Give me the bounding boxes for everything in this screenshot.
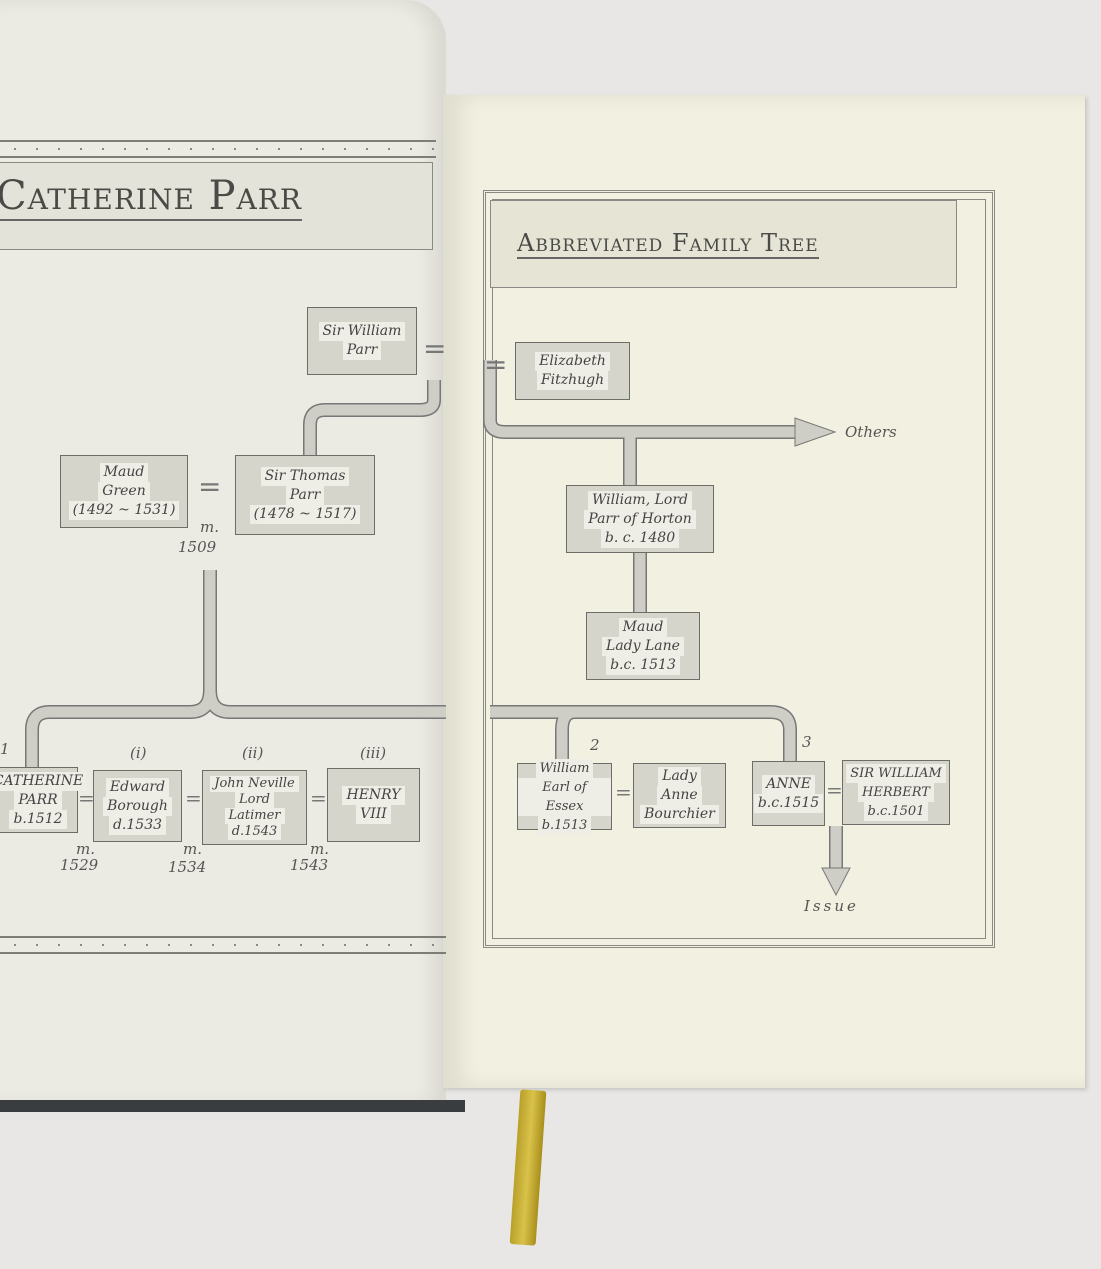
married-label: m. [76, 840, 95, 858]
box-text-line: Earl of Essex [518, 777, 611, 816]
issue-arrowhead [821, 867, 851, 897]
box-text-line: Sir Thomas [260, 466, 350, 486]
right-title-panel: Abbreviated Family Tree [490, 200, 957, 288]
marriage-sign: = [826, 778, 843, 802]
box-text-line: d.1533 [108, 815, 167, 835]
box-text-line: b. c. 1480 [600, 528, 680, 548]
marriage-sign: = [78, 786, 95, 810]
box-text-line: William, Lord [588, 490, 692, 510]
marriage-year: 1509 [178, 538, 217, 556]
others-arrowhead [794, 417, 837, 447]
box-text-line: HERBERT [858, 783, 934, 802]
box-text-line: Edward [105, 777, 170, 797]
box-text-line: Lady Lane [602, 636, 684, 656]
marriage-year: 1534 [168, 858, 207, 876]
marriage-order: (i) [130, 744, 147, 762]
box-text-line: Green [98, 482, 150, 501]
box-text-line: Lord [235, 791, 274, 808]
circled-number: 2 [590, 736, 600, 754]
box-text-line: John Neville [210, 775, 299, 792]
marriage-year: 1529 [60, 856, 99, 874]
box-text-line: Anne [657, 786, 702, 805]
right-frame [483, 190, 995, 948]
box-text-line: (1492 ~ 1531) [68, 501, 180, 520]
left-page-title: Catherine Parr [0, 173, 302, 221]
box-text-line: HENRY [342, 786, 405, 805]
marriage-order: (iii) [360, 744, 387, 762]
box-text-line: Sir William [318, 322, 406, 341]
box-text-line: b.c.1501 [863, 802, 929, 821]
box-text-line: Borough [103, 796, 172, 816]
box-text-line: William [535, 758, 594, 778]
box-text-line: CATHERINE [0, 771, 88, 791]
box-text-line: Parr [342, 341, 382, 360]
marriage-sign: = [423, 332, 447, 365]
circled-number: 3 [802, 733, 812, 751]
marriage-sign: = [310, 786, 327, 810]
marriage-sign: = [615, 780, 632, 804]
married-label: m. [310, 840, 329, 858]
box-text-line: VIII [356, 805, 391, 824]
book-cover-edge [0, 1100, 465, 1112]
left-title-panel: Catherine Parr [0, 162, 433, 250]
box-text-line: Fitzhugh [536, 371, 609, 390]
married-label: m. [183, 840, 202, 858]
marriage-year: 1543 [290, 856, 329, 874]
issue-label: Issue [804, 897, 859, 915]
circled-number: 1 [0, 740, 10, 758]
box-text-line: Maud [618, 617, 668, 637]
box-text-line: PARR [14, 790, 62, 810]
others-label: Others [845, 423, 897, 441]
bottom-border-band [0, 936, 446, 954]
box-text-line: b.c. 1513 [606, 655, 680, 675]
box-text-line: Bourchier [640, 805, 719, 824]
box-text-line: b.c.1515 [753, 793, 824, 813]
marriage-sign: = [484, 348, 508, 381]
box-text-line: b.1513 [537, 815, 592, 835]
box-text-line: Parr of Horton [584, 509, 696, 529]
box-text-line: Maud [99, 463, 149, 482]
box-text-line: Lady [658, 767, 701, 786]
top-border-band [0, 140, 436, 158]
right-page-title: Abbreviated Family Tree [517, 229, 819, 259]
box-text-line: Latimer [224, 807, 285, 824]
marriage-order: (ii) [242, 744, 264, 762]
box-text-line: b.1512 [9, 809, 67, 829]
box-text-line: Parr [285, 485, 325, 505]
box-text-line: SIR WILLIAM [846, 764, 946, 783]
marriage-sign: = [198, 470, 222, 503]
box-text-line: ANNE [762, 774, 815, 794]
married-label: m. [200, 518, 219, 536]
marriage-sign: = [185, 786, 202, 810]
box-text-line: Elizabeth [535, 352, 610, 371]
box-text-line: (1478 ~ 1517) [249, 504, 361, 524]
box-text-line: d.1543 [227, 823, 282, 840]
